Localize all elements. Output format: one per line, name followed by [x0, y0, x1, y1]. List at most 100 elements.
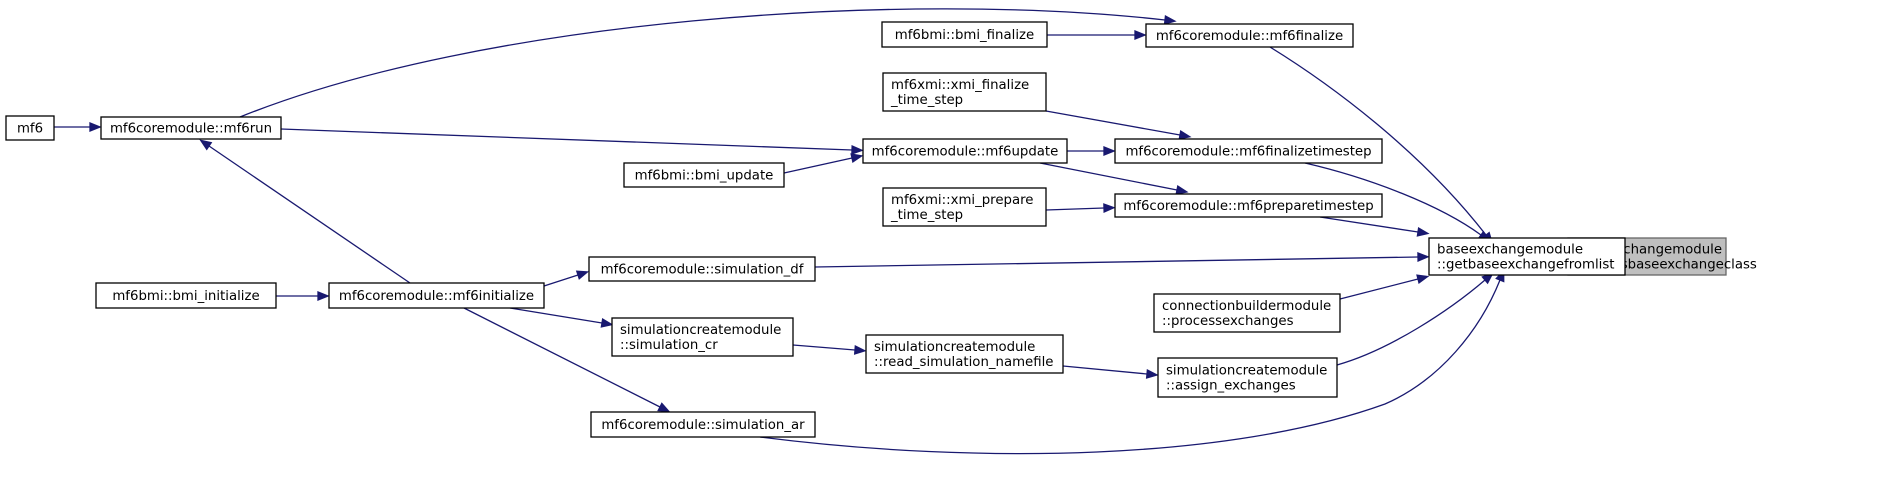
edge-simulation_cr-to-read_simulation_namefile	[792, 344, 867, 355]
node-mf6[interactable]: mf6	[5, 115, 55, 141]
node-mf6run[interactable]: mf6coremodule::mf6run	[100, 116, 282, 140]
node-simulation_cr[interactable]: simulationcreatemodule::simulation_cr	[611, 317, 794, 357]
edge-mf6update-to-mf6finalizetimestep	[1067, 146, 1116, 156]
node-label: baseexchangemodule	[1437, 243, 1583, 258]
arrowhead-icon	[1145, 369, 1159, 379]
node-label: mf6bmi::bmi_finalize	[895, 28, 1034, 43]
node-xmi_finalize_time_step[interactable]: mf6xmi::xmi_finalize_time_step	[882, 72, 1047, 112]
arrowhead-icon	[850, 153, 864, 163]
node-mf6finalizetimestep[interactable]: mf6coremodule::mf6finalizetimestep	[1114, 138, 1383, 164]
node-box	[1114, 193, 1383, 218]
edge-mf6initialize-to-simulation_ar	[463, 307, 671, 413]
edge-line	[1319, 216, 1419, 233]
node-mf6update[interactable]: mf6coremodule::mf6update	[862, 138, 1068, 164]
edges-layer	[54, 8, 1625, 455]
node-label: connectionbuildermodule	[1162, 299, 1331, 314]
edge-processexchanges-to-getbaseexchangefromlist	[1339, 274, 1430, 300]
edge-line	[792, 344, 856, 351]
edge-mf6initialize-to-mf6run	[199, 139, 411, 284]
arrowhead-icon	[1178, 130, 1192, 140]
node-label: ::processexchanges	[1162, 314, 1294, 329]
node-mf6finalize[interactable]: mf6coremodule::mf6finalize	[1145, 23, 1354, 48]
node-box	[95, 282, 277, 309]
edge-line	[1039, 162, 1178, 191]
node-box	[1145, 23, 1354, 48]
node-label: mf6coremodule::mf6preparetimestep	[1123, 199, 1373, 214]
node-label: mf6bmi::bmi_initialize	[112, 289, 259, 304]
node-box	[1153, 293, 1341, 333]
edge-mf6-to-mf6run	[54, 122, 102, 132]
node-mf6initialize[interactable]: mf6coremodule::mf6initialize	[328, 282, 545, 309]
arrowhead-icon	[1416, 274, 1430, 284]
edge-simulation_df-to-getbaseexchangefromlist	[814, 252, 1430, 268]
node-read_simulation_namefile[interactable]: simulationcreatemodule::read_simulation_…	[865, 334, 1064, 374]
edge-bmi_initialize-to-mf6initialize	[276, 291, 330, 301]
arrowhead-icon	[199, 139, 213, 151]
edge-line	[783, 157, 853, 174]
nodes-layer: baseexchangemodule::castasbaseexchangecl…	[5, 21, 1757, 438]
edge-line	[1339, 278, 1419, 300]
node-label: mf6coremodule::mf6finalize	[1156, 29, 1343, 44]
node-getbaseexchangefromlist[interactable]: baseexchangemodule::getbaseexchangefroml…	[1428, 237, 1626, 276]
arrowhead-icon	[600, 317, 614, 328]
node-box	[882, 72, 1047, 112]
edge-mf6run-to-mf6update	[280, 128, 864, 155]
node-label: mf6bmi::bmi_update	[635, 169, 774, 184]
node-box	[1428, 237, 1626, 276]
node-mf6preparetimestep[interactable]: mf6coremodule::mf6preparetimestep	[1114, 193, 1383, 218]
node-bmi_finalize[interactable]: mf6bmi::bmi_finalize	[881, 21, 1048, 48]
node-box	[100, 116, 282, 140]
edge-line	[239, 8, 1166, 118]
node-box	[882, 187, 1047, 227]
arrowhead-icon	[1416, 226, 1430, 237]
node-box	[623, 162, 785, 188]
edge-line	[1045, 207, 1105, 211]
edge-line	[1062, 365, 1148, 375]
edge-read_simulation_namefile-to-assign_exchanges	[1062, 365, 1159, 379]
node-box	[588, 256, 816, 282]
edge-line	[1304, 162, 1482, 236]
node-label: mf6xmi::xmi_prepare	[891, 193, 1033, 208]
node-label: mf6coremodule::mf6update	[872, 145, 1059, 160]
node-bmi_update[interactable]: mf6bmi::bmi_update	[623, 162, 785, 188]
node-label: simulationcreatemodule	[620, 323, 781, 338]
edge-xmi_prepare_time_step-to-mf6preparetimestep	[1045, 203, 1116, 213]
edge-bmi_finalize-to-mf6finalize	[1047, 30, 1147, 40]
node-bmi_initialize[interactable]: mf6bmi::bmi_initialize	[95, 282, 277, 309]
edge-line	[208, 145, 411, 284]
edge-line	[1336, 279, 1486, 366]
node-label: ::read_simulation_namefile	[874, 355, 1053, 370]
node-label: ::getbaseexchangefromlist	[1437, 258, 1614, 273]
edge-line	[509, 307, 603, 324]
node-label: ::simulation_cr	[620, 338, 718, 353]
node-label: simulationcreatemodule	[1166, 364, 1327, 379]
node-box	[5, 115, 55, 141]
node-box	[590, 411, 816, 438]
node-label: _time_step	[890, 208, 963, 223]
arrowhead-icon	[1103, 203, 1116, 213]
arrowhead-icon	[575, 270, 590, 280]
arrowhead-icon	[1417, 252, 1430, 262]
arrowhead-icon	[851, 145, 864, 155]
node-label: mf6coremodule::mf6run	[110, 122, 272, 137]
node-box	[328, 282, 545, 309]
node-label: mf6	[17, 122, 43, 137]
node-box	[881, 21, 1048, 48]
node-label: mf6coremodule::simulation_df	[601, 263, 804, 278]
edge-mf6initialize-to-simulation_cr	[509, 307, 614, 328]
node-label: simulationcreatemodule	[874, 340, 1035, 355]
node-processexchanges[interactable]: connectionbuildermodule::processexchange…	[1153, 293, 1341, 333]
arrowhead-icon	[1175, 185, 1189, 195]
node-simulation_ar[interactable]: mf6coremodule::simulation_ar	[590, 411, 816, 438]
arrowhead-icon	[1103, 146, 1116, 156]
node-simulation_df[interactable]: mf6coremodule::simulation_df	[588, 256, 816, 282]
node-xmi_prepare_time_step[interactable]: mf6xmi::xmi_prepare_time_step	[882, 187, 1047, 227]
node-box	[611, 317, 794, 357]
arrowhead-icon	[89, 122, 102, 132]
edge-mf6preparetimestep-to-getbaseexchangefromlist	[1319, 216, 1430, 237]
edge-line	[814, 256, 1419, 268]
node-box	[1157, 357, 1338, 398]
node-assign_exchanges[interactable]: simulationcreatemodule::assign_exchanges	[1157, 357, 1338, 398]
arrowhead-icon	[1134, 30, 1147, 40]
edge-bmi_update-to-mf6update	[783, 153, 864, 174]
